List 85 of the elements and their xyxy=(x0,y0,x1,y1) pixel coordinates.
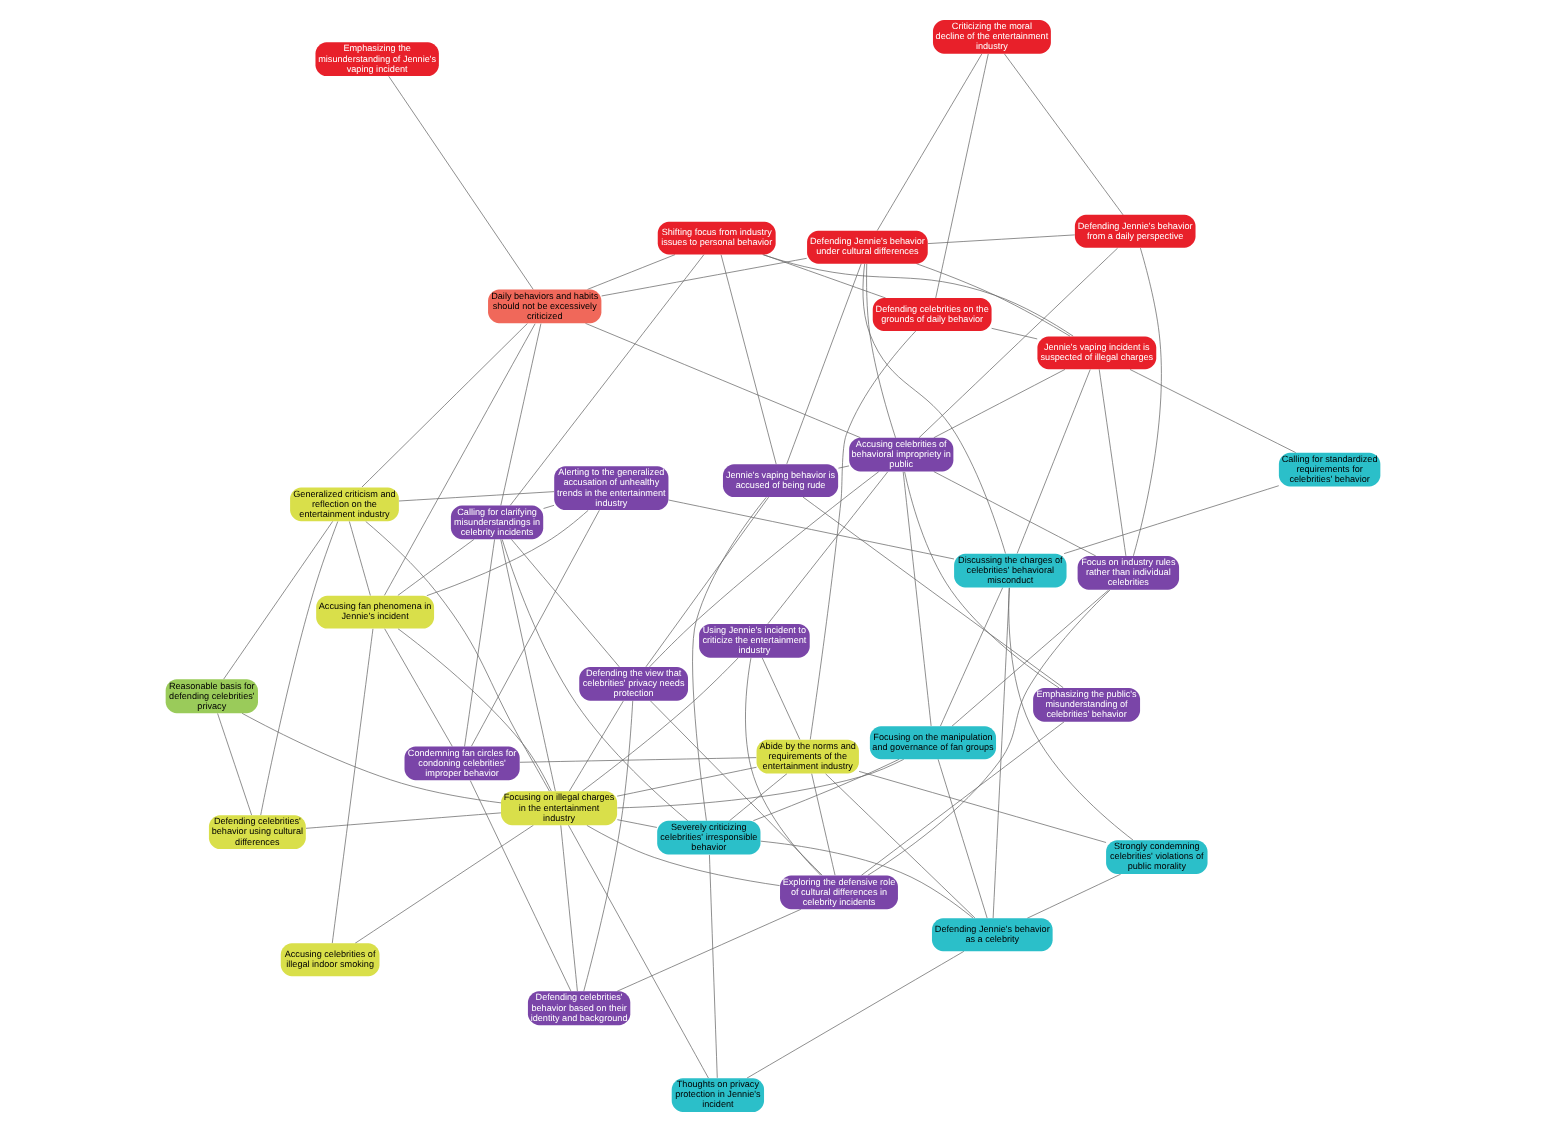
connector xyxy=(510,539,619,668)
connector xyxy=(1003,53,1123,216)
connector xyxy=(991,587,1009,919)
connector xyxy=(216,713,252,816)
connector xyxy=(559,824,577,992)
connector xyxy=(567,700,623,792)
connector xyxy=(936,758,987,919)
connector xyxy=(708,854,717,1079)
connector xyxy=(766,471,888,625)
connector xyxy=(1097,369,1126,557)
connector xyxy=(1128,369,1296,453)
connector xyxy=(785,263,861,465)
connector xyxy=(917,247,1117,439)
connector xyxy=(1015,369,1090,554)
connector xyxy=(222,520,333,680)
connector xyxy=(615,766,756,797)
connector xyxy=(759,840,973,919)
connector xyxy=(353,824,533,944)
connector xyxy=(751,758,899,822)
connector xyxy=(463,538,494,747)
connector xyxy=(615,908,801,992)
connector xyxy=(810,773,835,876)
connector xyxy=(860,721,1064,876)
connector xyxy=(584,322,860,438)
connector xyxy=(861,263,1005,554)
connector xyxy=(304,812,501,829)
connector xyxy=(1025,873,1121,919)
connector xyxy=(508,254,704,506)
connector xyxy=(667,499,954,560)
connector xyxy=(915,263,1070,337)
connector xyxy=(934,53,988,299)
connector xyxy=(518,757,756,763)
connector xyxy=(542,504,554,509)
connector xyxy=(567,824,708,1079)
connector xyxy=(719,254,776,465)
connector xyxy=(360,323,527,488)
connector xyxy=(347,521,370,596)
connector xyxy=(691,497,766,822)
connector xyxy=(499,538,555,792)
connector xyxy=(468,780,571,992)
connector xyxy=(499,323,541,506)
connector xyxy=(649,700,822,876)
connector xyxy=(761,254,1073,337)
connector xyxy=(383,628,452,747)
connector xyxy=(875,53,982,231)
connector xyxy=(648,471,879,668)
connector xyxy=(926,234,1075,244)
connector xyxy=(585,825,779,886)
connector xyxy=(387,75,533,290)
connector xyxy=(259,521,338,816)
connector xyxy=(1132,247,1161,557)
connector xyxy=(990,327,1037,340)
connector xyxy=(364,521,549,792)
connector xyxy=(600,257,807,297)
connector xyxy=(240,712,501,804)
connector xyxy=(1062,485,1279,554)
connector xyxy=(745,950,964,1079)
connector xyxy=(824,773,975,919)
connector xyxy=(425,509,588,597)
connector xyxy=(932,369,1065,439)
connector xyxy=(728,773,787,822)
connector xyxy=(582,700,633,992)
connector xyxy=(950,589,1108,727)
connector xyxy=(837,465,849,469)
connector xyxy=(383,323,535,596)
connector xyxy=(616,758,904,809)
connector xyxy=(857,771,1106,843)
connector xyxy=(615,819,657,828)
connector xyxy=(903,471,1059,689)
connector xyxy=(470,509,599,747)
connector xyxy=(760,657,800,740)
connector xyxy=(644,496,768,668)
connector xyxy=(1007,587,1133,841)
connector xyxy=(330,628,373,944)
connector xyxy=(808,330,916,740)
connector xyxy=(865,263,895,439)
connector xyxy=(397,491,554,502)
connector xyxy=(396,539,474,596)
connector xyxy=(932,471,1096,557)
connector xyxy=(901,471,931,727)
connector xyxy=(744,657,821,876)
connector xyxy=(396,628,551,792)
connector xyxy=(801,496,1063,689)
connector xyxy=(586,254,675,290)
connector xyxy=(939,587,1003,727)
